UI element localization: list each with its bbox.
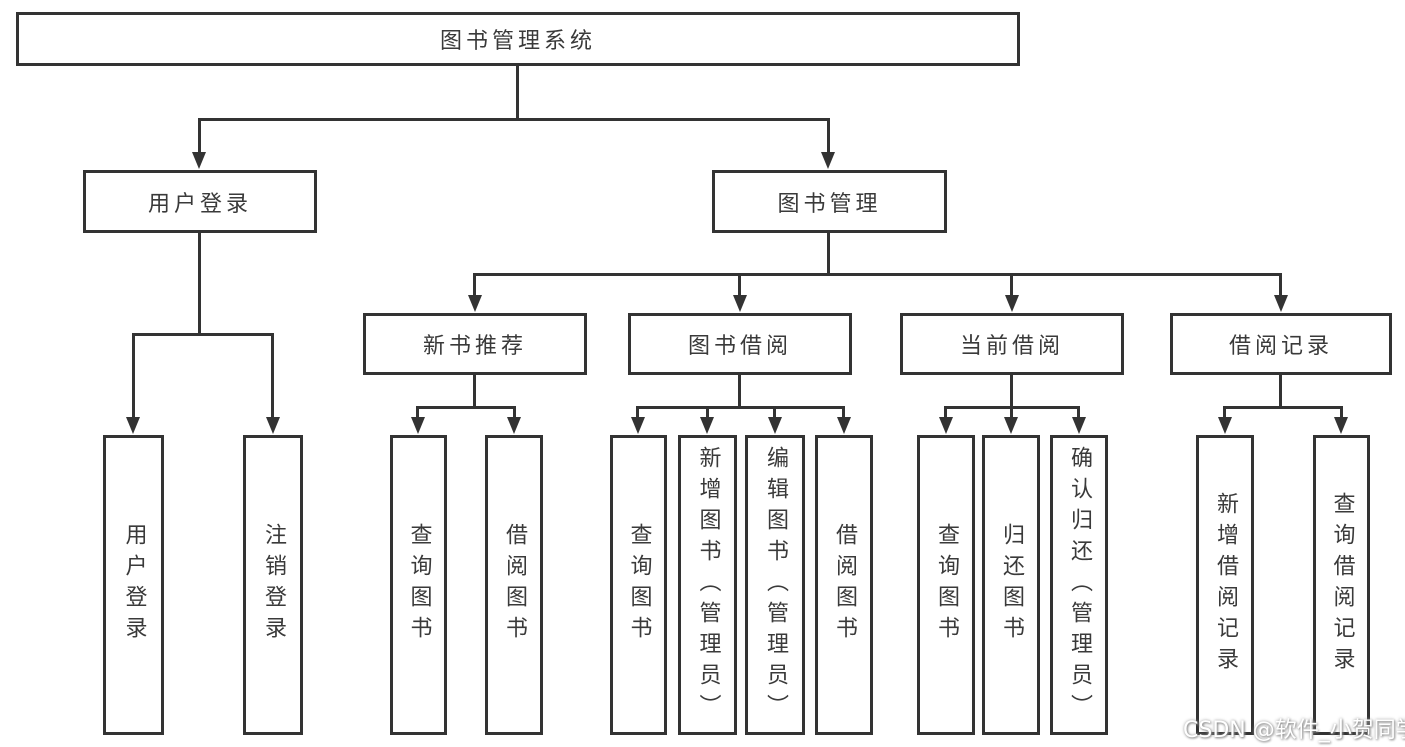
connector-stem-new-book xyxy=(473,273,476,297)
arrowhead-book-borrow xyxy=(733,295,747,312)
leaf-nbr-query-books: 查询图书 xyxy=(390,435,447,735)
connector-stem-book-mgmt xyxy=(827,118,830,154)
node-user-login: 用户登录 xyxy=(83,170,317,233)
connector-stem-cb-confirm xyxy=(1077,406,1080,419)
leaf-bb-query-books: 查询图书 xyxy=(610,435,667,735)
connector-stem-cb-query xyxy=(944,406,947,419)
node-new-book-rec: 新书推荐 xyxy=(363,313,587,375)
connector-stem-nbr-borrow xyxy=(513,406,516,419)
connector-userlogin-stem xyxy=(198,233,201,336)
node-current-borrow: 当前借阅 xyxy=(900,313,1124,375)
connector-userlogin-branch xyxy=(132,333,274,336)
arrowhead-nbr-borrow xyxy=(507,417,521,434)
connector-stem-br-query xyxy=(1340,406,1343,419)
connector-stem-leaf-user-login xyxy=(132,333,135,417)
leaf-user-login: 用户登录 xyxy=(103,435,164,735)
connector-bookmgmt-stem xyxy=(827,233,830,276)
arrowhead-cb-confirm xyxy=(1072,417,1086,434)
arrowhead-book-mgmt xyxy=(821,152,835,169)
connector-newbook-branch xyxy=(416,406,516,409)
connector-stem-borrow-records xyxy=(1279,273,1282,297)
connector-borrowrecords-branch xyxy=(1223,406,1343,409)
arrowhead-bb-query xyxy=(631,417,645,434)
leaf-cb-return-books: 归还图书 xyxy=(982,435,1040,735)
node-borrow-records: 借阅记录 xyxy=(1170,313,1392,375)
arrowhead-br-query xyxy=(1334,417,1348,434)
connector-stem-bb-add xyxy=(706,406,709,419)
connector-stem-bb-edit xyxy=(773,406,776,419)
connector-root-branch xyxy=(198,118,830,121)
arrowhead-leaf-logout xyxy=(266,417,280,434)
watermark: CSDN @软件_小贺同学 xyxy=(1183,718,1405,743)
leaf-logout: 注销登录 xyxy=(243,435,303,735)
arrowhead-br-add xyxy=(1218,417,1232,434)
arrowhead-new-book xyxy=(468,295,482,312)
connector-stem-nbr-query xyxy=(416,406,419,419)
connector-bookborrow-stem xyxy=(738,375,741,409)
connector-root-stem xyxy=(516,66,519,121)
connector-currentborrow-stem xyxy=(1010,375,1013,409)
arrowhead-borrow-records xyxy=(1274,295,1288,312)
connector-stem-current-borrow xyxy=(1010,273,1013,297)
arrowhead-bb-add xyxy=(700,417,714,434)
leaf-br-add-record: 新增借阅记录 xyxy=(1196,435,1254,735)
node-root: 图书管理系统 xyxy=(16,12,1020,66)
connector-bookmgmt-branch xyxy=(473,273,1282,276)
arrowhead-cb-query xyxy=(939,417,953,434)
arrowhead-user-login xyxy=(192,152,206,169)
arrowhead-leaf-user-login xyxy=(126,417,140,434)
connector-stem-leaf-logout xyxy=(271,333,274,417)
arrowhead-bb-edit xyxy=(768,417,782,434)
connector-borrowrecords-stem xyxy=(1279,375,1282,409)
connector-newbook-stem xyxy=(473,375,476,409)
leaf-br-query-record: 查询借阅记录 xyxy=(1313,435,1370,735)
arrowhead-current-borrow xyxy=(1005,295,1019,312)
connector-stem-user-login xyxy=(198,118,201,154)
leaf-bb-edit-books-admin: 编辑图书（管理员） xyxy=(745,435,805,735)
leaf-bb-add-books-admin: 新增图书（管理员） xyxy=(678,435,737,735)
node-book-borrow: 图书借阅 xyxy=(628,313,852,375)
connector-stem-bb-query xyxy=(636,406,639,419)
arrowhead-nbr-query xyxy=(411,417,425,434)
connector-stem-br-add xyxy=(1223,406,1226,419)
node-book-mgmt: 图书管理 xyxy=(712,170,947,233)
connector-bookborrow-branch xyxy=(636,406,845,409)
leaf-cb-confirm-return-admin: 确认归还（管理员） xyxy=(1050,435,1108,735)
connector-stem-book-borrow xyxy=(738,273,741,297)
leaf-nbr-borrow-books: 借阅图书 xyxy=(485,435,543,735)
arrowhead-cb-return xyxy=(1004,417,1018,434)
connector-stem-cb-return xyxy=(1010,406,1013,419)
leaf-cb-query-books: 查询图书 xyxy=(917,435,975,735)
leaf-bb-borrow-books: 借阅图书 xyxy=(815,435,873,735)
arrowhead-bb-borrow xyxy=(837,417,851,434)
connector-stem-bb-borrow xyxy=(842,406,845,419)
